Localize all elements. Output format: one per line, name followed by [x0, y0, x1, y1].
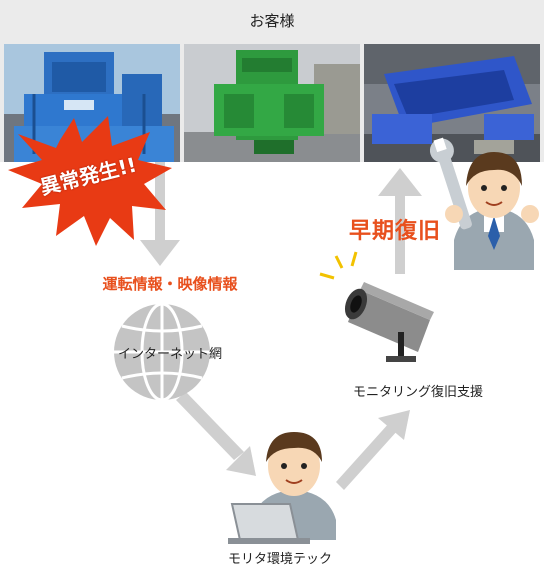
alert-burst-icon [8, 116, 172, 246]
internet-network-label: インターネット網 [117, 347, 222, 362]
customer-machine-photo-2 [184, 44, 360, 162]
arrow-diagonal-down-icon [176, 392, 256, 476]
arrow-diagonal-up-icon [336, 410, 410, 490]
data-flow-label: 運転情報・映像情報 [102, 275, 238, 293]
early-recovery-label: 早期復旧 [348, 219, 441, 244]
company-label: モリタ環境テック [227, 552, 332, 567]
operator-laptop-icon [228, 432, 336, 544]
engineer-wrench-icon [429, 137, 539, 270]
customer-label: お客様 [249, 12, 295, 30]
monitoring-support-label: モニタリング復旧支援 [352, 385, 483, 400]
arrow-up-icon [378, 168, 422, 274]
camera-icon [319, 251, 434, 362]
globe-icon [114, 302, 210, 402]
